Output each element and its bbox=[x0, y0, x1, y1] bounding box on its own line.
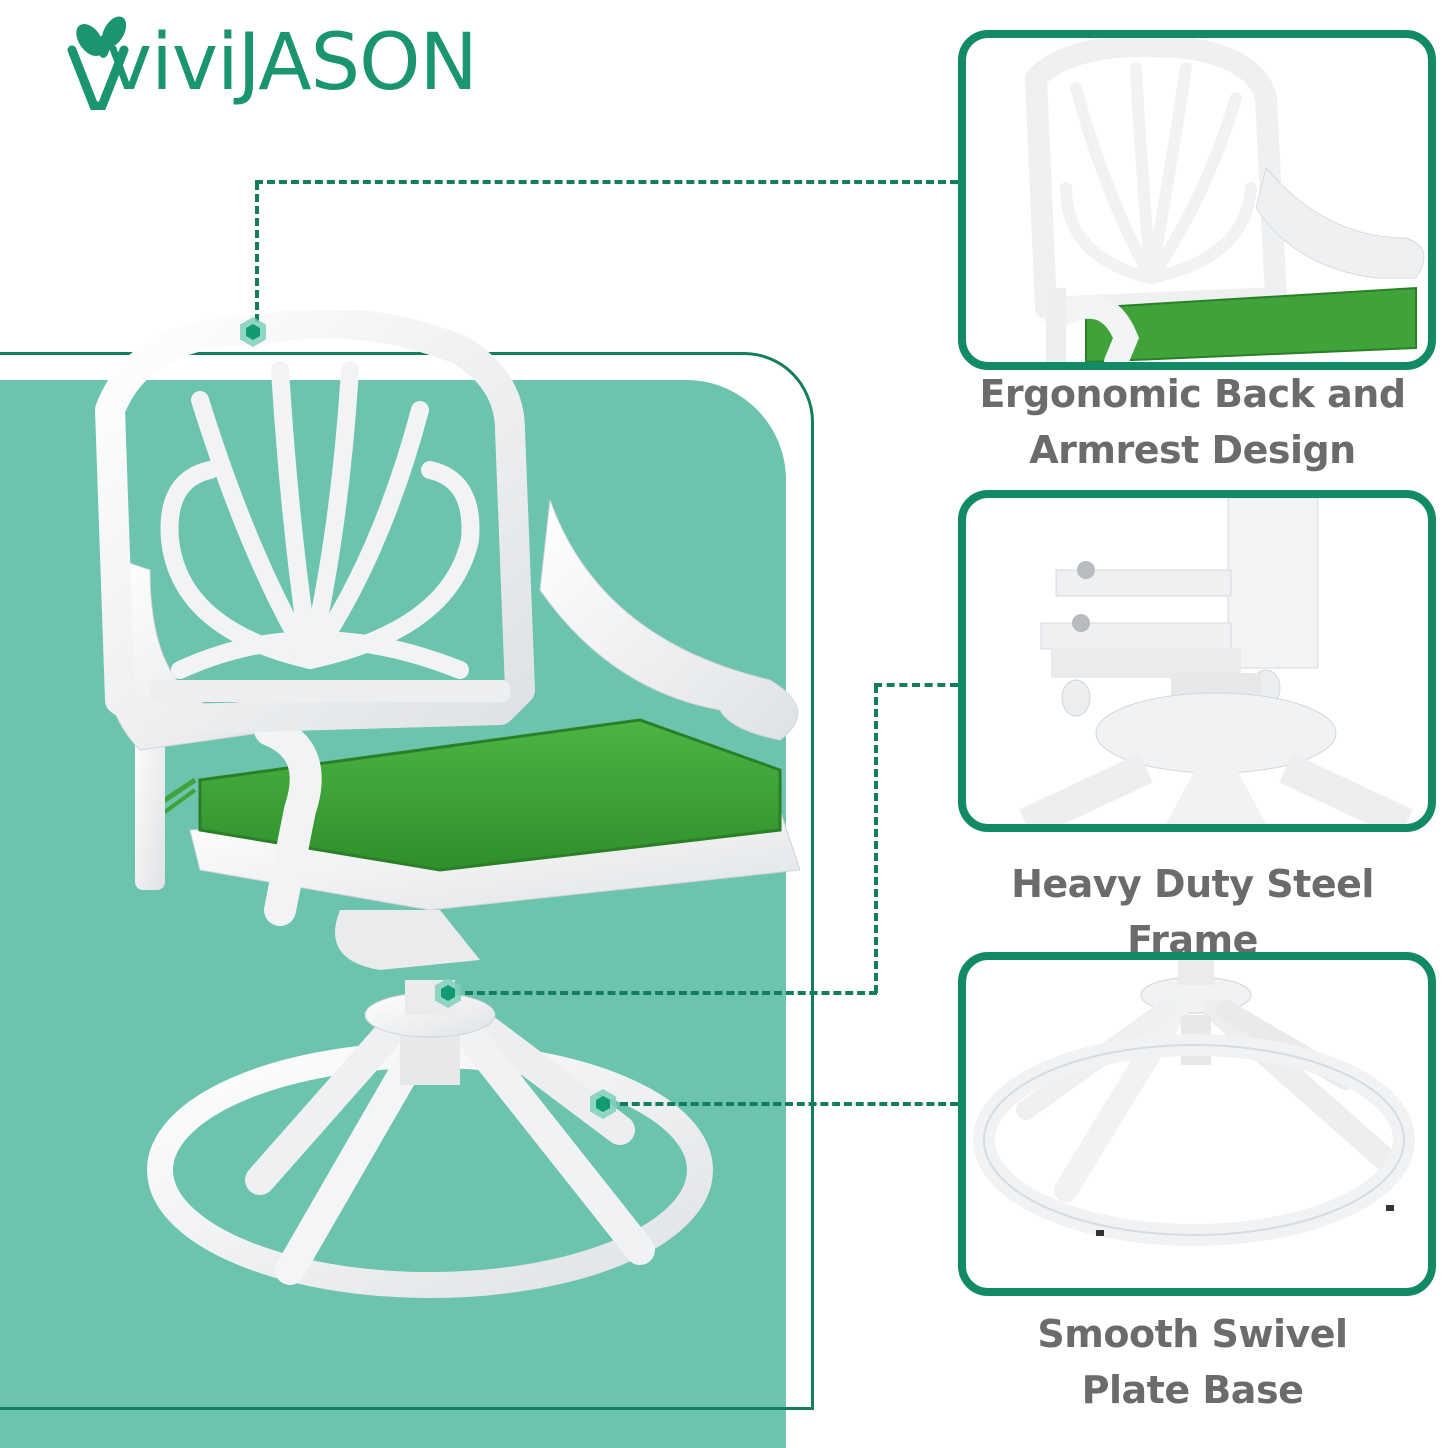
hero-frame bbox=[0, 352, 814, 1410]
feature-card-steel-frame bbox=[958, 490, 1436, 832]
steel-frame-closeup-image bbox=[1019, 498, 1413, 824]
hotspot-backrest-icon[interactable] bbox=[235, 314, 271, 350]
leader-line-swivel-top bbox=[874, 683, 958, 687]
leader-line-backrest-vertical bbox=[255, 182, 259, 322]
backrest-closeup-image bbox=[1025, 38, 1425, 362]
hotspot-base-icon[interactable] bbox=[585, 1086, 621, 1122]
feature-caption-line2: Armrest Design bbox=[1029, 428, 1356, 472]
brand-logo: viviJASON bbox=[66, 10, 478, 110]
leaf-icon bbox=[67, 16, 129, 110]
hero-chair-image bbox=[95, 310, 801, 1298]
leader-line-swivel-vertical bbox=[874, 685, 878, 993]
feature-caption-swivel-base: Smooth Swivel Plate Base bbox=[940, 1306, 1445, 1418]
feature-card-backrest bbox=[958, 30, 1436, 370]
swivel-base-closeup-image bbox=[973, 960, 1415, 1246]
hotspot-swivel-icon[interactable] bbox=[430, 975, 466, 1011]
feature-card-swivel-base bbox=[958, 952, 1436, 1296]
leader-line-swivel-horizontal bbox=[465, 991, 877, 995]
feature-caption-backrest: Ergonomic Back and Armrest Design bbox=[940, 366, 1445, 478]
brand-name: viviJASON bbox=[106, 18, 478, 108]
feature-caption-line1: Ergonomic Back and bbox=[979, 372, 1406, 416]
feature-caption-line1: Smooth Swivel bbox=[1037, 1312, 1348, 1356]
leader-line-backrest-horizontal bbox=[255, 180, 958, 184]
leader-line-base-horizontal bbox=[620, 1102, 958, 1106]
feature-caption-line2: Plate Base bbox=[1081, 1368, 1304, 1412]
